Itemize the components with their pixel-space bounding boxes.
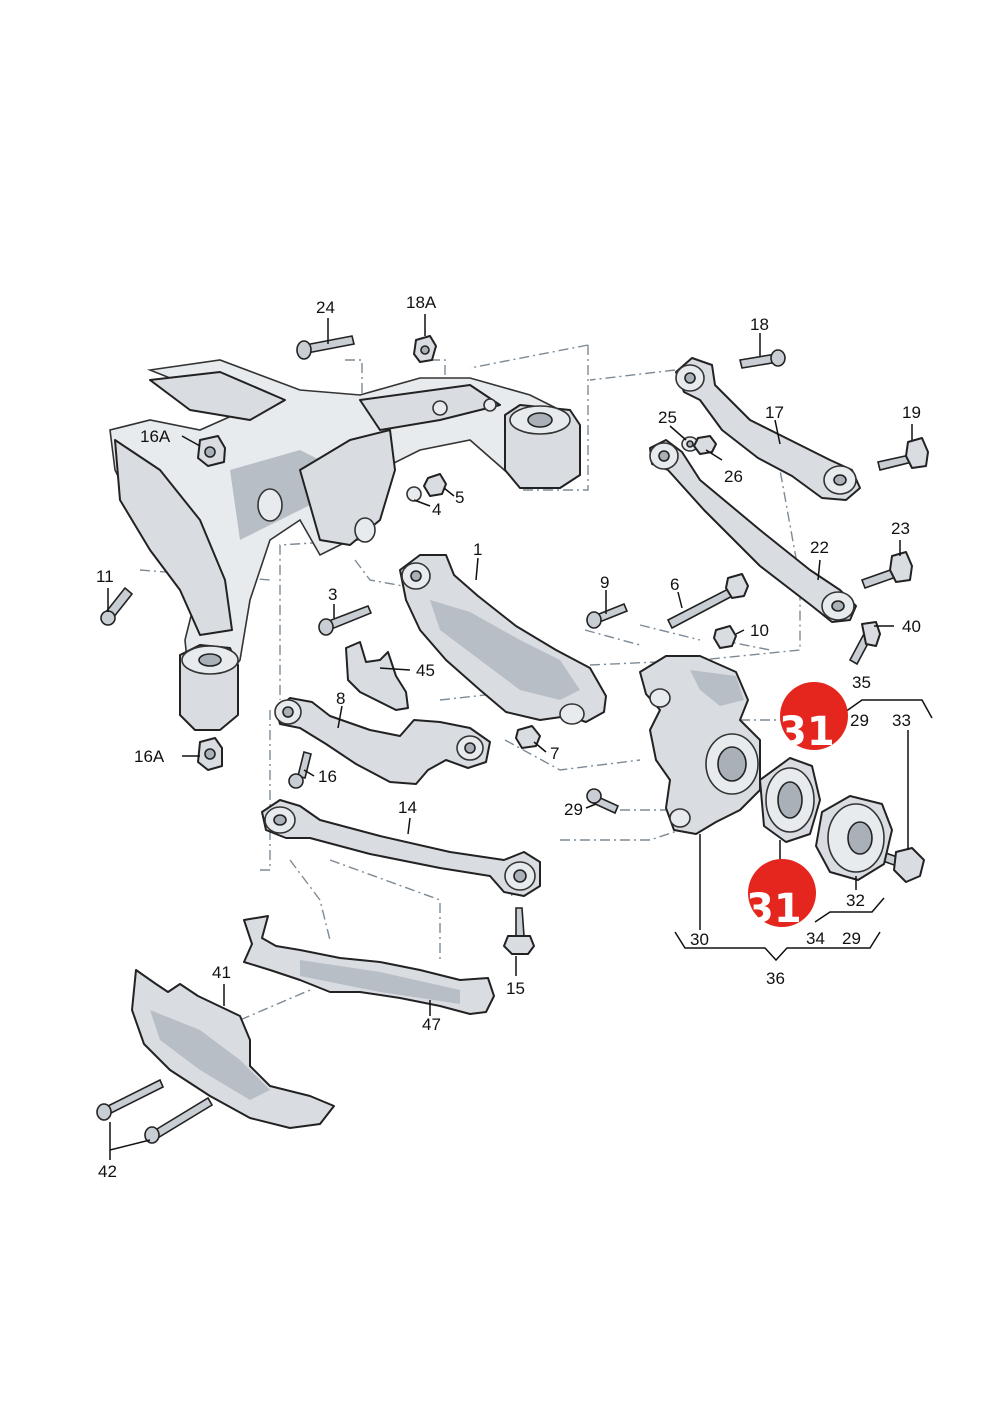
bolt-23 <box>860 551 913 590</box>
bolt-19 <box>877 437 929 471</box>
callout-35: 35 <box>852 673 871 692</box>
bolt-9 <box>586 602 629 629</box>
spring-link-1 <box>399 554 607 725</box>
callout-4: 4 <box>432 500 441 519</box>
callout-18: 18 <box>750 315 769 334</box>
callout-3: 3 <box>328 585 337 604</box>
bushing-insert-16a-top <box>197 435 226 467</box>
mounting-47 <box>243 915 495 1015</box>
bolt-6 <box>666 573 749 630</box>
wheel-bearing-ring <box>759 757 821 843</box>
callout-24: 24 <box>316 298 335 317</box>
control-arm-8 <box>274 697 491 785</box>
bracket-45 <box>345 641 409 711</box>
badge-31-lower: 31 <box>746 859 816 932</box>
callout-34: 34 <box>806 929 825 948</box>
toe-link-22 <box>649 439 857 623</box>
leader-lines <box>107 314 933 1160</box>
nut-10 <box>713 625 737 649</box>
callout-9: 9 <box>600 573 609 592</box>
callout-5: 5 <box>455 488 464 507</box>
badge-31-upper-text: 31 <box>779 709 835 755</box>
callout-labels: 24 18A 18 19 17 25 26 16A 5 4 1 22 23 11… <box>96 293 921 1181</box>
callout-30: 30 <box>690 930 709 949</box>
callout-8: 8 <box>336 689 345 708</box>
bolt-16 <box>288 751 312 789</box>
callout-15: 15 <box>506 979 525 998</box>
callout-18a: 18A <box>406 293 437 312</box>
badge-31-upper: 31 <box>779 682 848 755</box>
callout-16a-bottom: 16A <box>134 747 165 766</box>
badge-31-lower-text: 31 <box>746 886 802 932</box>
callout-40: 40 <box>902 617 921 636</box>
callout-33: 33 <box>892 711 911 730</box>
callout-29-upper: 29 <box>850 711 869 730</box>
callout-47: 47 <box>422 1015 441 1034</box>
bolt-18 <box>739 349 786 369</box>
callout-25: 25 <box>658 408 677 427</box>
bolt-11 <box>100 586 134 626</box>
bolt-15 <box>503 907 535 955</box>
nut-26 <box>693 435 717 455</box>
washer-4 <box>406 486 422 502</box>
callout-11: 11 <box>96 567 114 586</box>
wheel-hub-32 <box>815 795 893 881</box>
bolt-24 <box>296 335 355 360</box>
callout-14: 14 <box>398 798 417 817</box>
bolt-40 <box>848 621 881 666</box>
callout-32: 32 <box>846 891 865 910</box>
bushing-18a <box>413 335 437 363</box>
callout-23: 23 <box>891 519 910 538</box>
callout-10: 10 <box>750 621 769 640</box>
callout-42: 42 <box>98 1162 117 1181</box>
callout-36: 36 <box>766 969 785 988</box>
bolts-42 <box>96 1078 214 1144</box>
callout-16: 16 <box>318 767 337 786</box>
bolt-29-left <box>586 788 620 815</box>
callout-1: 1 <box>473 540 482 559</box>
callout-19: 19 <box>902 403 921 422</box>
callout-16a-top: 16A <box>140 427 171 446</box>
bolt-3 <box>318 604 373 636</box>
callout-6: 6 <box>670 575 679 594</box>
callout-17: 17 <box>765 403 784 422</box>
callout-29-lower: 29 <box>842 929 861 948</box>
callout-22: 22 <box>810 538 829 557</box>
callout-29-left: 29 <box>564 800 583 819</box>
callout-7: 7 <box>550 744 559 763</box>
upper-control-arm-17 <box>675 357 861 501</box>
wheel-bearing-housing-30 <box>639 655 761 835</box>
callout-26: 26 <box>724 467 743 486</box>
nut-5 <box>423 473 447 497</box>
callout-41: 41 <box>212 963 231 982</box>
cover-41 <box>131 969 335 1129</box>
transverse-link-14 <box>261 799 541 897</box>
callout-45: 45 <box>416 661 435 680</box>
bushing-insert-16a-bottom <box>197 737 223 771</box>
